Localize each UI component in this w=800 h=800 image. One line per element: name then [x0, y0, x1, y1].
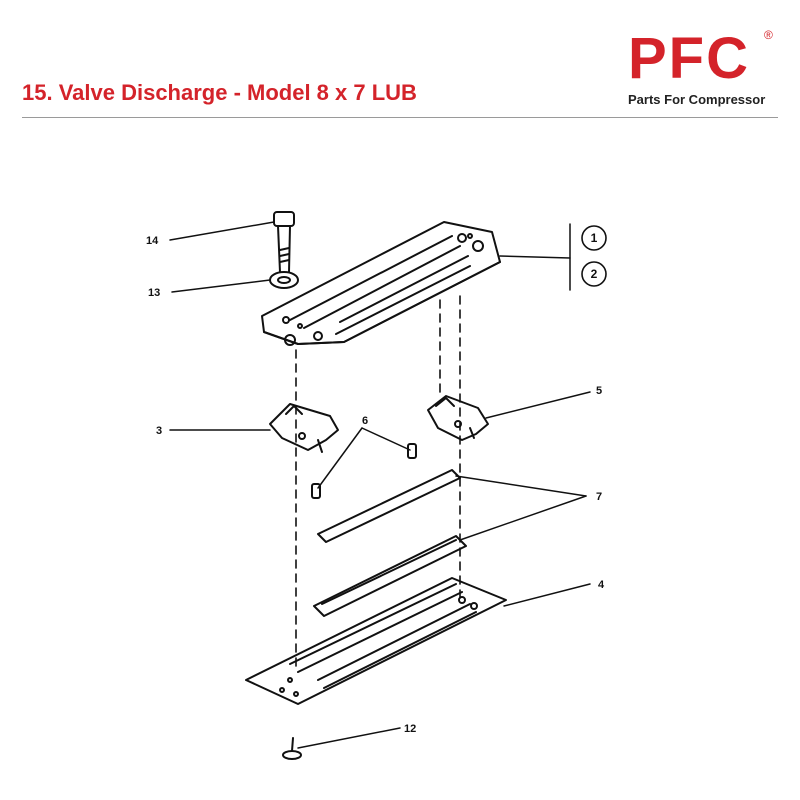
part-retainer-right: [427, 395, 489, 441]
assembly-centerlines: [295, 295, 461, 669]
part-pins: [311, 443, 417, 499]
part-retainer-left: [269, 403, 339, 453]
header-divider: [22, 117, 778, 118]
callout-circle-2: [581, 261, 607, 287]
callout-3: 3: [156, 425, 162, 437]
part-plate-lower: [313, 535, 467, 617]
registered-mark: ®: [764, 28, 773, 42]
part-washer: [269, 271, 299, 289]
callout-6: 6: [362, 415, 368, 427]
pfc-logo: PFC ® Parts For Compressor: [628, 28, 778, 110]
logo-tagline: Parts For Compressor: [628, 92, 766, 107]
part-valve-guard: [245, 577, 507, 705]
page-title: 15. Valve Discharge - Model 8 x 7 LUB: [22, 80, 417, 105]
callout-13: 13: [148, 287, 160, 299]
callout-circle-1: [581, 225, 607, 251]
callout-1: 1: [591, 231, 598, 245]
leader-lines: [169, 221, 591, 749]
callout-5: 5: [596, 385, 602, 397]
callout-12: 12: [404, 723, 416, 735]
callout-7: 7: [596, 491, 602, 503]
part-screw: [282, 737, 302, 760]
callout-4: 4: [598, 579, 605, 591]
callout-2: 2: [591, 267, 598, 281]
part-valve-seat: [261, 221, 501, 346]
callout-14: 14: [146, 235, 159, 247]
logo-letters: PFC: [628, 26, 750, 91]
part-spring-upper: [317, 469, 461, 543]
part-bolt: [273, 211, 295, 273]
